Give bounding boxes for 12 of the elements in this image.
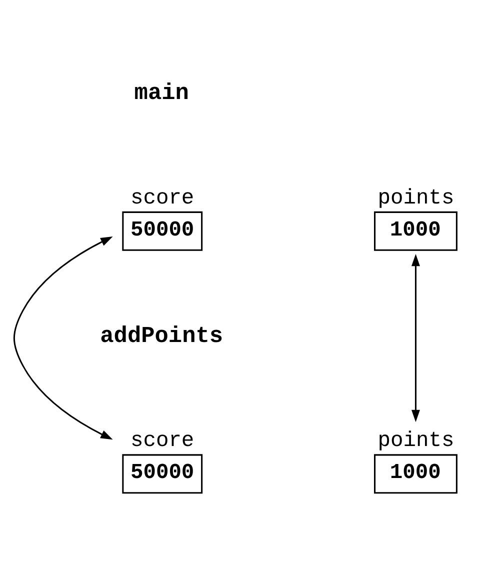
node-box: 1000 — [374, 211, 458, 251]
arrow — [14, 236, 113, 440]
label: addPoints — [100, 322, 224, 349]
node-box: 1000 — [374, 454, 458, 494]
arrow — [411, 254, 420, 422]
node-box: 50000 — [122, 211, 203, 251]
node-label: score — [130, 429, 194, 454]
node-box: 50000 — [122, 454, 203, 494]
node-label: score — [130, 186, 194, 210]
label: main — [134, 80, 189, 106]
node-label: points — [378, 186, 454, 210]
node-label: points — [378, 429, 454, 454]
